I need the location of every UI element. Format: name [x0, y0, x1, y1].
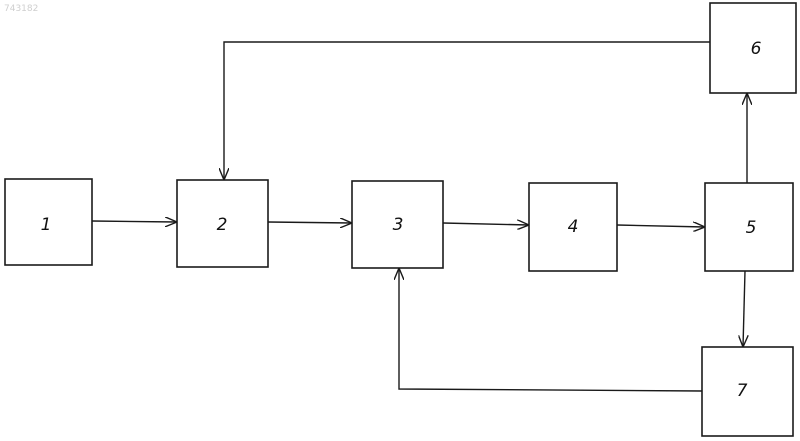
block-1-label: 1 — [41, 215, 52, 235]
feedback-arrow-7-to-3 — [399, 268, 702, 391]
block-3: 3 — [352, 181, 443, 268]
block-3-label: 3 — [393, 215, 404, 235]
arrow-3-to-4 — [443, 223, 529, 225]
block-6: 6 — [710, 3, 796, 93]
block-1: 1 — [5, 179, 92, 265]
arrow-1-to-2 — [92, 221, 177, 222]
feedback-arrow-6-to-2 — [224, 42, 710, 180]
block-7-label: 7 — [737, 381, 748, 401]
block-5: 5 — [705, 183, 793, 271]
block-7: 7 — [702, 347, 793, 436]
block-5-label: 5 — [746, 218, 757, 238]
arrow-2-to-3 — [268, 222, 352, 223]
block-4: 4 — [529, 183, 617, 271]
document-stamp: 743182 — [4, 4, 38, 14]
arrow-4-to-5 — [617, 225, 705, 227]
block-2-label: 2 — [217, 215, 228, 235]
block-4-label: 4 — [568, 217, 579, 237]
arrow-5-to-7 — [743, 271, 745, 347]
block-6-label: 6 — [751, 39, 762, 59]
block-2: 2 — [177, 180, 268, 267]
